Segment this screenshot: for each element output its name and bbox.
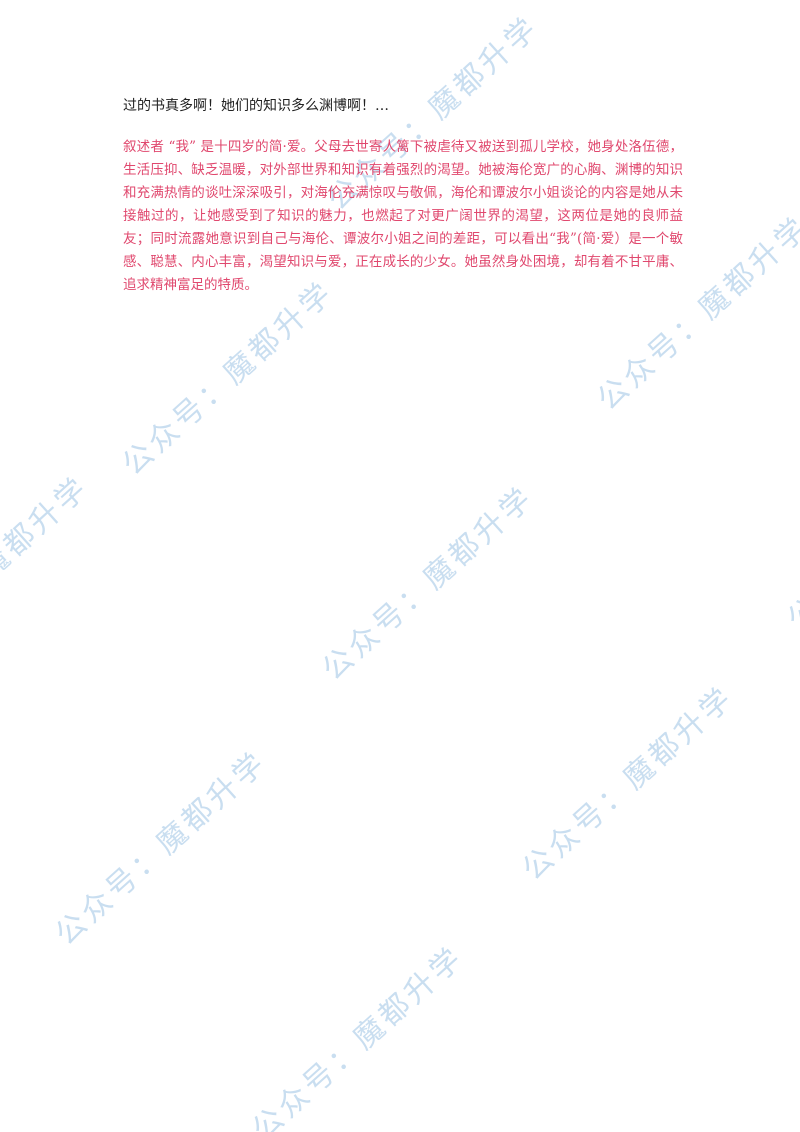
watermark: 公众号：魔都升学 <box>780 429 800 638</box>
body-text-line: 过的书真多啊！她们的知识多么渊博啊！… <box>123 98 389 114</box>
watermark: 公众号：魔都升学 <box>48 744 275 953</box>
watermark: 公众号：魔都升学 <box>315 479 542 688</box>
watermark: 公众号：魔都升学 <box>245 939 472 1132</box>
answer-paragraph: 叙述者 “我” 是十四岁的简·爱。父母去世寄人篱下被虐待又被送到孤儿学校，她身处… <box>123 139 683 293</box>
watermark: 公众号：魔都升学 <box>0 469 97 678</box>
watermark: 公众号：魔都升学 <box>115 274 342 483</box>
watermark: 公众号：魔都升学 <box>515 679 742 888</box>
